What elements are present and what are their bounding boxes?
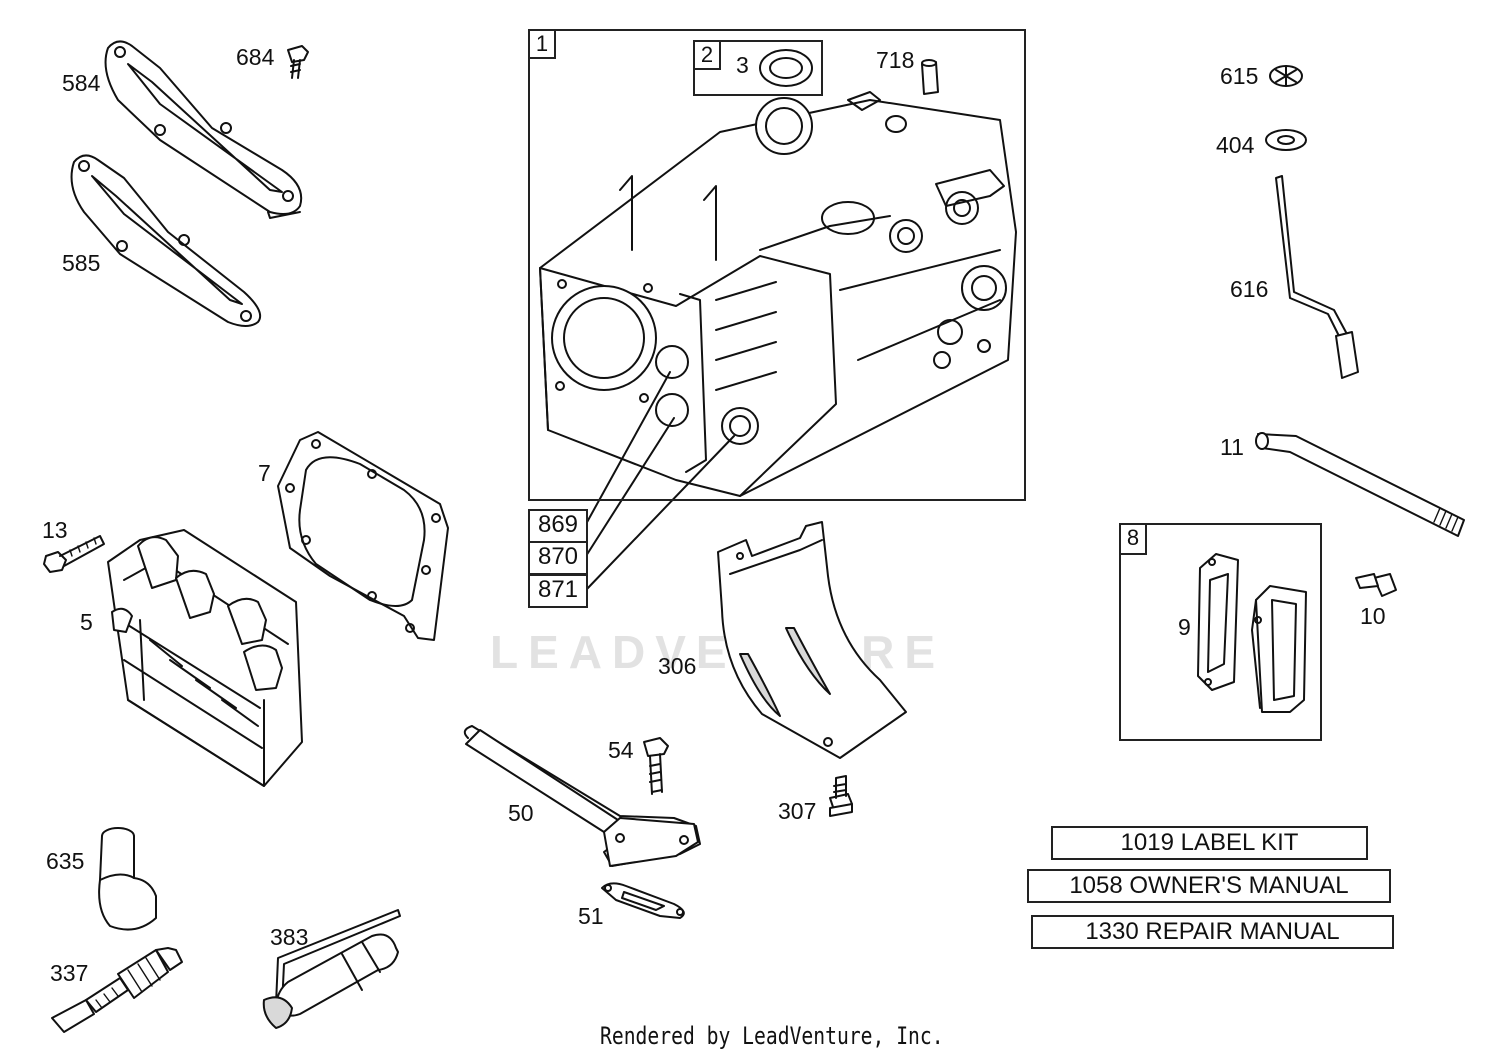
breather-kit-frame [1119, 523, 1322, 741]
bolt-10[interactable] [1355, 573, 1397, 597]
label-kit-box[interactable]: 1019 LABEL KIT [1051, 826, 1368, 860]
footer-credit: Rendered by LeadVenture, Inc. [600, 1022, 944, 1050]
dowel-pin-718[interactable] [921, 59, 939, 95]
callout-869[interactable]: 869 [528, 509, 588, 543]
engine-block-1[interactable] [539, 91, 1017, 497]
callout-616[interactable]: 616 [1230, 276, 1269, 302]
blower-shield-306[interactable] [717, 521, 907, 759]
callout-307[interactable]: 307 [778, 798, 817, 824]
gasket-585[interactable] [70, 154, 262, 327]
bolt-54[interactable] [643, 737, 669, 795]
callout-7[interactable]: 7 [258, 460, 271, 486]
owners-manual-box[interactable]: 1058 OWNER'S MANUAL [1027, 869, 1391, 903]
callout-585[interactable]: 585 [62, 250, 101, 276]
dipstick-tube-11[interactable] [1255, 432, 1465, 537]
callout-54[interactable]: 54 [608, 737, 634, 763]
head-gasket-7[interactable] [277, 431, 449, 641]
dipstick-616[interactable] [1275, 175, 1359, 379]
callout-635[interactable]: 635 [46, 848, 85, 874]
bolt-307[interactable] [829, 775, 853, 817]
oil-seal-3[interactable] [759, 49, 813, 87]
callout-337[interactable]: 337 [50, 960, 89, 986]
gasket-51[interactable] [601, 882, 685, 919]
gasket-584[interactable] [104, 40, 303, 219]
callout-306[interactable]: 306 [658, 653, 697, 679]
callout-10[interactable]: 10 [1360, 603, 1386, 629]
callout-615[interactable]: 615 [1220, 63, 1259, 89]
callout-584[interactable]: 584 [62, 70, 101, 96]
breather-9[interactable] [1197, 553, 1239, 691]
callout-8: 8 [1119, 523, 1147, 555]
bolt-13[interactable] [43, 535, 105, 573]
callout-870[interactable]: 870 [528, 541, 588, 575]
callout-13[interactable]: 13 [42, 517, 68, 543]
tool-383[interactable] [262, 909, 401, 1029]
repair-manual-box[interactable]: 1330 REPAIR MANUAL [1031, 915, 1394, 949]
callout-50[interactable]: 50 [508, 800, 534, 826]
callout-404[interactable]: 404 [1216, 132, 1255, 158]
callout-383[interactable]: 383 [270, 924, 309, 950]
cylinder-head-5[interactable] [107, 529, 303, 787]
breather-cover[interactable] [1251, 585, 1307, 713]
callout-9[interactable]: 9 [1178, 614, 1191, 640]
callout-684[interactable]: 684 [236, 44, 275, 70]
callout-51[interactable]: 51 [578, 903, 604, 929]
spark-plug-boot-635[interactable] [98, 827, 157, 931]
washer-404[interactable] [1265, 129, 1307, 151]
intake-tube-50[interactable] [463, 725, 701, 867]
callout-871[interactable]: 871 [528, 574, 588, 608]
callout-5[interactable]: 5 [80, 609, 93, 635]
grommet-615[interactable] [1269, 65, 1303, 87]
callout-2: 2 [693, 40, 721, 70]
callout-11[interactable]: 11 [1220, 434, 1244, 460]
bolt-684[interactable] [287, 45, 309, 79]
spark-plug-337[interactable] [51, 947, 183, 1033]
callout-3[interactable]: 3 [736, 52, 749, 78]
leader-lines [585, 371, 735, 591]
callout-718[interactable]: 718 [876, 47, 915, 73]
callout-1: 1 [528, 29, 556, 59]
engine-block-frame [528, 29, 1026, 501]
